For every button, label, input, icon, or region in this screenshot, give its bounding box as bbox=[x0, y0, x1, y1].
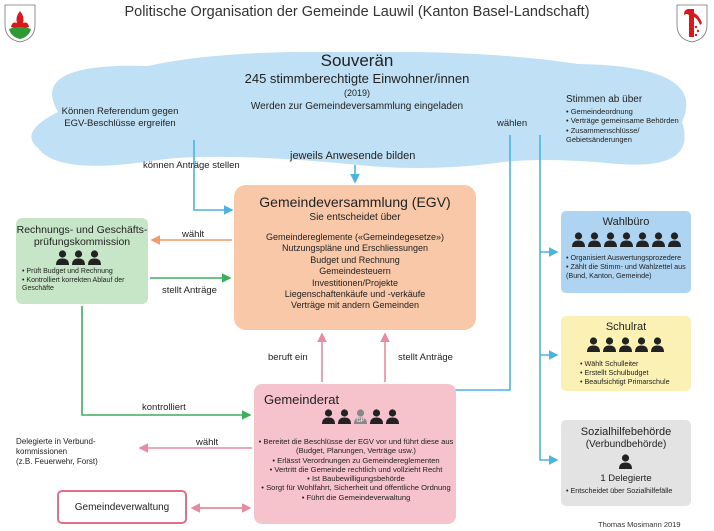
person-icon bbox=[619, 337, 632, 352]
gemeinderat-item: Führt die Gemeindeverwaltung bbox=[258, 493, 454, 502]
gp-label: GP bbox=[356, 418, 365, 424]
gemeindeversammlung-box bbox=[234, 185, 476, 330]
delegierte-line: kommissionen bbox=[16, 447, 68, 456]
label-antraege-stellen: können Anträge stellen bbox=[143, 160, 240, 171]
label-anwesende: jeweils Anwesende bilden bbox=[290, 150, 416, 162]
delegierte-line: Delegierte in Verbund- bbox=[16, 437, 96, 446]
gemeinderat-title: Gemeinderat bbox=[264, 392, 340, 407]
souveraen-cloud bbox=[31, 52, 687, 168]
rpk-members bbox=[56, 250, 101, 265]
credit: Thomas Mosimann 2019 bbox=[598, 520, 681, 529]
gemeindeverwaltung-box: Gemeindeverwaltung bbox=[57, 490, 187, 524]
egv-title: Gemeindeversammlung (EGV) bbox=[259, 194, 451, 210]
vote-item: Verträge gemeinsame Behörden bbox=[566, 116, 696, 125]
schulrat-title: Schulrat bbox=[605, 321, 647, 333]
rpk-item: Prüft Budget und Rechnung bbox=[22, 268, 146, 277]
person-icon bbox=[587, 337, 600, 352]
gemeinderat-item: Bereitet die Beschlüsse der EGV vor und … bbox=[258, 437, 454, 456]
person-icon bbox=[619, 454, 632, 469]
label-waehlt-delegierte: wählt bbox=[196, 437, 219, 448]
gemeinderat-item: Ist Baubewilligungsbehörde bbox=[258, 474, 454, 483]
person-icon bbox=[652, 232, 665, 247]
souveraen-title: Souverän bbox=[320, 51, 394, 70]
sozialhilfe-item: Entscheidet über Sozialhilfefälle bbox=[566, 486, 692, 496]
person-icon bbox=[88, 250, 101, 265]
person-icon bbox=[604, 232, 617, 247]
vote-title: Stimmen ab über bbox=[566, 94, 643, 105]
schulrat-item: Erstellt Schulbudget bbox=[580, 368, 706, 378]
egv-item: Nutzungspläne und Erschliessungen bbox=[281, 243, 429, 254]
schulrat-list: Wählt Schulleiter Erstellt Schulbudget B… bbox=[580, 359, 706, 387]
person-icon bbox=[338, 409, 351, 424]
wahlbuero-members bbox=[572, 232, 681, 247]
referendum-line-2: EGV-Beschlüsse ergreifen bbox=[64, 118, 176, 129]
souveraen-invite: Werden zur Gemeindeversammlung eingelade… bbox=[250, 101, 464, 112]
souveraen-count: 245 stimmberechtigte Einwohner/innen bbox=[244, 71, 470, 86]
schulrat-item: Beaufsichtigt Primarschule bbox=[580, 377, 706, 387]
label-stellt-antraege-gr: stellt Anträge bbox=[398, 352, 453, 363]
page-title: Politische Organisation der Gemeinde Lau… bbox=[124, 4, 590, 20]
sozialhilfe-title: Sozialhilfebehörde bbox=[580, 426, 672, 438]
rpk-item: Kontrolliert korrekten Ablauf der Geschä… bbox=[22, 277, 146, 294]
lauwil-crest-icon bbox=[4, 4, 36, 43]
person-icon bbox=[603, 337, 616, 352]
person-icon bbox=[370, 409, 383, 424]
president-person-icon bbox=[354, 409, 367, 424]
label-waehlt-rpk: wählt bbox=[182, 229, 205, 240]
label-beruft-ein: beruft ein bbox=[268, 352, 308, 363]
referendum-text: Können Referendum gegen EGV-Beschlüsse e… bbox=[40, 106, 200, 130]
vote-item: Zusammenschlüsse/ Gebietsänderungen bbox=[566, 126, 696, 145]
wahlbuero-item: Zählt die Stimm- und Wahlzettel aus (Bun… bbox=[566, 262, 692, 281]
gemeinderat-list: Bereitet die Beschlüsse der EGV vor und … bbox=[258, 437, 454, 502]
person-icon bbox=[572, 232, 585, 247]
baselland-crest-icon bbox=[676, 4, 708, 43]
gemeinderat-item: Erlässt Verordnungen zu Gemeindereglemen… bbox=[258, 456, 454, 465]
label-waehlen: wählen bbox=[497, 118, 528, 129]
schulrat-members bbox=[587, 337, 664, 352]
sozialhilfe-subtitle: (Verbundbehörde) bbox=[585, 439, 667, 450]
vote-item: Gemeindeordnung bbox=[566, 107, 696, 116]
sozialhilfe-list: Entscheidet über Sozialhilfefälle bbox=[566, 486, 692, 496]
egv-item: Budget und Rechnung bbox=[310, 254, 400, 265]
referendum-line-1: Können Referendum gegen bbox=[61, 106, 179, 117]
wahlbuero-item: Organisiert Auswertungsprozedere bbox=[566, 253, 692, 263]
person-icon bbox=[56, 250, 69, 265]
label-stellt-antraege-rpk: stellt Anträge bbox=[162, 285, 217, 296]
person-icon bbox=[668, 232, 681, 247]
person-icon bbox=[636, 232, 649, 247]
person-icon bbox=[72, 250, 85, 265]
wahlbuero-title: Wahlbüro bbox=[602, 216, 650, 228]
person-icon bbox=[386, 409, 399, 424]
vote-list: Gemeindeordnung Verträge gemeinsame Behö… bbox=[566, 107, 696, 145]
person-icon bbox=[651, 337, 664, 352]
delegierte-text: Delegierte in Verbund- kommissionen (z.B… bbox=[16, 437, 136, 467]
label-kontrolliert: kontrolliert bbox=[142, 402, 186, 413]
egv-subtitle: Sie entscheidet über bbox=[309, 212, 401, 223]
gemeindepraesident: GP bbox=[354, 409, 367, 424]
delegierte-line: (z.B. Feuerwehr, Forst) bbox=[16, 457, 98, 466]
person-icon bbox=[635, 337, 648, 352]
egv-item: Gemeindereglemente («Gemeindegesetze») bbox=[265, 232, 445, 242]
egv-item: Verträge mit andern Gemeinden bbox=[290, 300, 420, 311]
gemeinderat-members: GP bbox=[322, 409, 399, 424]
egv-item: Gemeindesteuern bbox=[319, 266, 391, 277]
schulrat-item: Wählt Schulleiter bbox=[580, 359, 706, 369]
rpk-title: Rechnungs- und Geschäfts-prüfungskommiss… bbox=[16, 224, 148, 248]
person-icon bbox=[322, 409, 335, 424]
sozialhilfe-delegate: 1 Delegierte bbox=[600, 473, 652, 484]
egv-item: Investitionen/Projekte bbox=[311, 277, 399, 288]
egv-list: Gemeindereglemente («Gemeindegesetze») N… bbox=[234, 232, 476, 312]
egv-item: Liegenschaftenkäufe und -verkäufe bbox=[284, 289, 426, 300]
gemeinderat-item: Vertritt die Gemeinde rechtlich und voll… bbox=[258, 465, 454, 474]
wahlbuero-list: Organisiert Auswertungsprozedere Zählt d… bbox=[566, 253, 692, 281]
person-icon bbox=[588, 232, 601, 247]
souveraen-year: (2019) bbox=[343, 88, 370, 98]
person-icon bbox=[620, 232, 633, 247]
gemeinderat-item: Sorgt für Wohlfahrt, Sicherheit und öffe… bbox=[258, 483, 454, 492]
rpk-list: Prüft Budget und Rechnung Kontrolliert k… bbox=[22, 268, 146, 294]
